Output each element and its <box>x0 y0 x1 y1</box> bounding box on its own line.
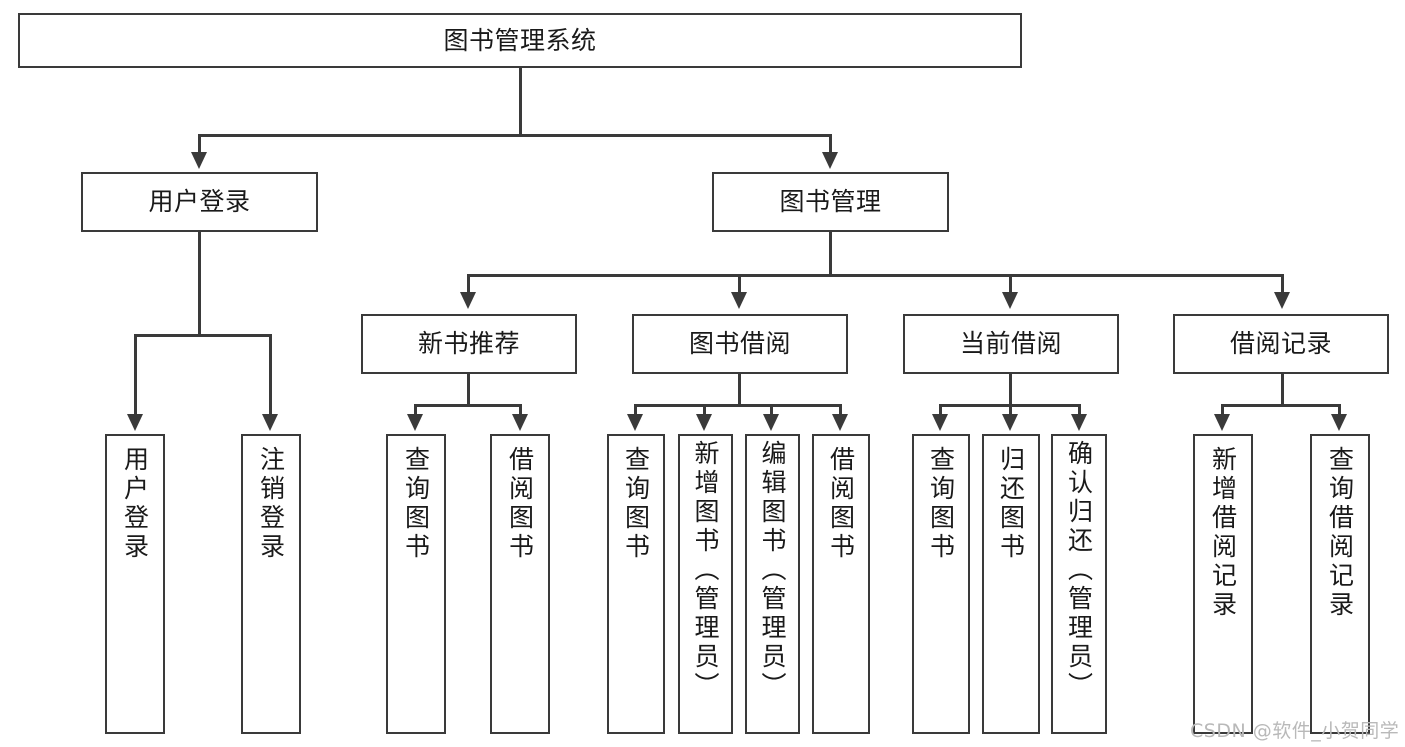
node-label: 新增借阅记录 <box>1208 446 1238 620</box>
node-label: 用户登录 <box>148 187 251 217</box>
arrowhead-book-borrow-leaf-2 <box>696 414 712 431</box>
connector-new-book-leaf-1 <box>414 404 417 416</box>
connector-new-book-down <box>467 374 470 406</box>
node-label: 借阅图书 <box>826 446 856 562</box>
node-label: 注销登录 <box>256 446 286 562</box>
node-label: 用户登录 <box>120 446 150 562</box>
node-label: 查询图书 <box>401 446 431 562</box>
arrowhead-new-book-leaf-2 <box>512 414 528 431</box>
node-label: 图书管理系统 <box>443 25 597 55</box>
connector-level3-bus <box>467 274 1284 277</box>
connector-to-new-book <box>467 274 470 296</box>
connector-book-borrow-down <box>738 374 741 406</box>
connector-user-login-bus <box>134 334 272 337</box>
node-label: 图书借阅 <box>688 329 791 359</box>
connector-borrow-record-bus <box>1221 404 1341 407</box>
node-label: 归还图书 <box>996 446 1026 562</box>
connector-book-borrow-leaf-3 <box>770 404 773 416</box>
connector-new-book-leaf-2 <box>519 404 522 416</box>
connector-user-login-leaf-2 <box>269 334 272 416</box>
connector-book-borrow-bus <box>634 404 842 407</box>
connector-borrow-record-leaf-2 <box>1338 404 1341 416</box>
connector-current-borrow-leaf-2 <box>1009 404 1012 416</box>
node-label: 确认归还（管理员） <box>1064 440 1094 701</box>
arrowhead-user-login-leaf-1 <box>127 414 143 431</box>
arrowhead-borrow-record <box>1274 292 1290 309</box>
node-book-borrow[interactable]: 图书借阅 <box>632 314 848 374</box>
node-label: 查询图书 <box>621 446 651 562</box>
node-label: 查询图书 <box>926 446 956 562</box>
arrowhead-book-borrow-leaf-4 <box>832 414 848 431</box>
node-borrow-record[interactable]: 借阅记录 <box>1173 314 1389 374</box>
leaf-borrow-record-add-record[interactable]: 新增借阅记录 <box>1193 434 1253 734</box>
arrowhead-new-book <box>460 292 476 309</box>
connector-new-book-bus <box>414 404 522 407</box>
leaf-current-borrow-return-book[interactable]: 归还图书 <box>982 434 1040 734</box>
arrowhead-current-borrow-leaf-2 <box>1002 414 1018 431</box>
node-label: 新书推荐 <box>417 329 520 359</box>
arrowhead-current-borrow-leaf-1 <box>932 414 948 431</box>
arrowhead-borrow-record-leaf-1 <box>1214 414 1230 431</box>
leaf-current-borrow-query-book[interactable]: 查询图书 <box>912 434 970 734</box>
arrowhead-borrow-record-leaf-2 <box>1331 414 1347 431</box>
connector-root-bus <box>198 134 832 137</box>
leaf-user-login-login[interactable]: 用户登录 <box>105 434 165 734</box>
node-book-management[interactable]: 图书管理 <box>712 172 949 232</box>
connector-to-user-login <box>198 134 201 156</box>
arrowhead-book-borrow-leaf-3 <box>763 414 779 431</box>
leaf-book-borrow-add-book-admin[interactable]: 新增图书（管理员） <box>678 434 733 734</box>
node-label: 查询借阅记录 <box>1325 446 1355 620</box>
connector-current-borrow-leaf-3 <box>1078 404 1081 416</box>
connector-to-book-manage <box>829 134 832 156</box>
arrowhead-book-manage <box>822 152 838 169</box>
node-label: 图书管理 <box>779 187 882 217</box>
connector-book-manage-down <box>829 232 832 276</box>
connector-root-down <box>519 68 522 136</box>
leaf-user-login-logout[interactable]: 注销登录 <box>241 434 301 734</box>
connector-user-login-leaf-1 <box>134 334 137 416</box>
connector-current-borrow-leaf-1 <box>939 404 942 416</box>
leaf-current-borrow-confirm-return-admin[interactable]: 确认归还（管理员） <box>1051 434 1107 734</box>
node-label: 借阅图书 <box>505 446 535 562</box>
arrowhead-current-borrow-leaf-3 <box>1071 414 1087 431</box>
node-label: 借阅记录 <box>1229 329 1332 359</box>
node-label: 编辑图书（管理员） <box>758 440 787 701</box>
node-root-system[interactable]: 图书管理系统 <box>18 13 1022 68</box>
node-user-login[interactable]: 用户登录 <box>81 172 318 232</box>
leaf-book-borrow-edit-book-admin[interactable]: 编辑图书（管理员） <box>745 434 800 734</box>
connector-borrow-record-leaf-1 <box>1221 404 1224 416</box>
leaf-book-borrow-query-book[interactable]: 查询图书 <box>607 434 665 734</box>
node-label: 当前借阅 <box>959 329 1062 359</box>
leaf-book-borrow-borrow-book[interactable]: 借阅图书 <box>812 434 870 734</box>
connector-to-borrow-record <box>1281 274 1284 296</box>
connector-book-borrow-leaf-4 <box>839 404 842 416</box>
connector-book-borrow-leaf-1 <box>634 404 637 416</box>
leaf-new-book-query-book[interactable]: 查询图书 <box>386 434 446 734</box>
arrowhead-current-borrow <box>1002 292 1018 309</box>
node-new-book-recommend[interactable]: 新书推荐 <box>361 314 577 374</box>
arrowhead-user-login <box>191 152 207 169</box>
connector-user-login-down <box>198 232 201 336</box>
connector-borrow-record-down <box>1281 374 1284 406</box>
arrowhead-user-login-leaf-2 <box>262 414 278 431</box>
node-current-borrow[interactable]: 当前借阅 <box>903 314 1119 374</box>
connector-book-borrow-leaf-2 <box>703 404 706 416</box>
leaf-new-book-borrow-book[interactable]: 借阅图书 <box>490 434 550 734</box>
arrowhead-book-borrow <box>731 292 747 309</box>
connector-to-current-borrow <box>1009 274 1012 296</box>
connector-current-borrow-down <box>1009 374 1012 406</box>
node-label: 新增图书（管理员） <box>691 440 720 701</box>
connector-to-book-borrow <box>738 274 741 296</box>
leaf-borrow-record-query-record[interactable]: 查询借阅记录 <box>1310 434 1370 734</box>
arrowhead-book-borrow-leaf-1 <box>627 414 643 431</box>
arrowhead-new-book-leaf-1 <box>407 414 423 431</box>
